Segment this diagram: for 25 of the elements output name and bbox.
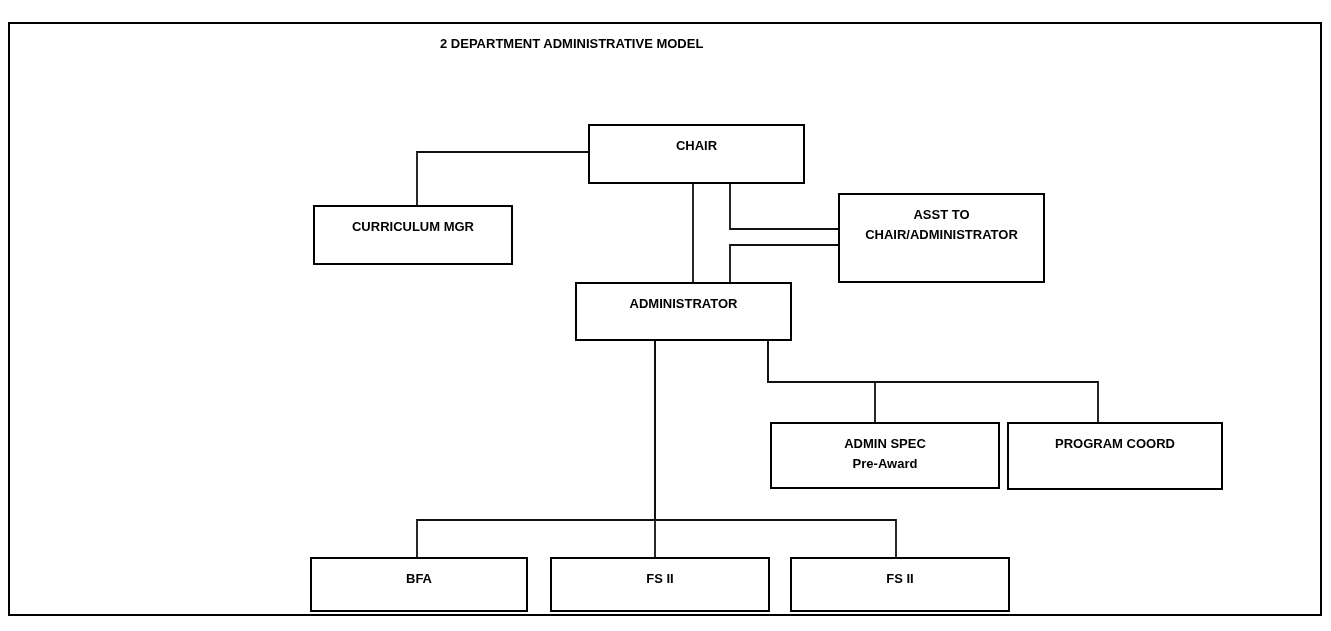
role-title: FS II <box>886 570 914 588</box>
org-box <box>310 557 528 612</box>
role-title: BFA <box>406 570 432 588</box>
org-box <box>838 193 1045 283</box>
connector-line <box>416 151 589 206</box>
role-title: CURRICULUM MGR <box>351 218 474 236</box>
org-box <box>790 557 1010 612</box>
role-title: PROGRAM COORD <box>1055 435 1175 453</box>
org-box <box>550 557 770 612</box>
org-box <box>313 205 513 265</box>
org-box <box>575 282 792 341</box>
connector-line <box>729 244 839 283</box>
role-title: ADMIN SPEC <box>844 435 926 453</box>
role-title: Pre-Award <box>852 455 918 473</box>
connector-line <box>767 340 1099 423</box>
role-title: CHAIR <box>675 137 718 155</box>
connector-line <box>692 183 694 283</box>
role-title: ADMINISTRATOR <box>629 295 738 313</box>
org-box <box>770 422 1000 489</box>
org-box <box>1007 422 1223 490</box>
diagram-title: 2 DEPARTMENT ADMINISTRATIVE MODEL <box>440 35 704 53</box>
role-title: FS II <box>646 570 674 588</box>
role-title: ASST TO CHAIR/ADMINISTRATOR <box>864 206 1019 244</box>
org-box <box>588 124 805 184</box>
connector-line <box>729 183 839 230</box>
